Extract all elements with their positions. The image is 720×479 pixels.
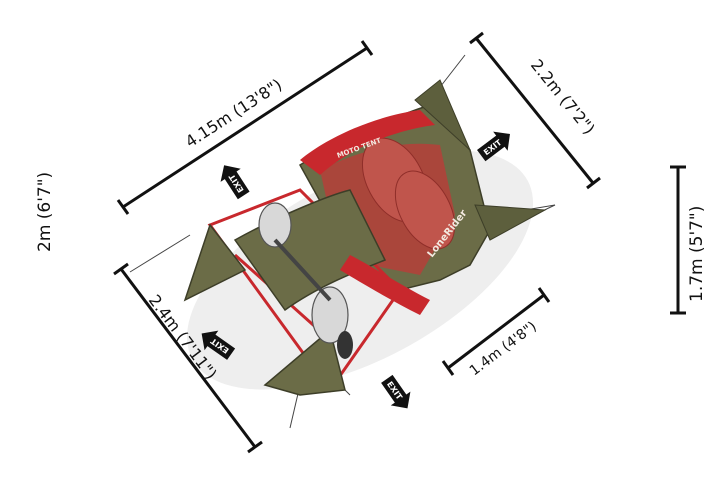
wing-flap-left	[183, 223, 247, 302]
rear-width-label: 2.2m (7'2")	[527, 56, 599, 138]
arrow-icon	[220, 165, 250, 200]
exit-sign-bottom: EXIT	[381, 374, 411, 409]
arch-band-lower	[340, 255, 430, 315]
inner-height-label: 1.7m (5'7")	[687, 206, 707, 302]
arrow-icon	[381, 374, 411, 409]
arrow-icon	[477, 131, 510, 162]
dimension-lines	[113, 31, 686, 454]
side-flap-right	[474, 204, 547, 241]
wing-flap-lower	[263, 328, 346, 396]
arrow-icon	[201, 330, 236, 360]
length-label: 4.15m (13'8")	[182, 75, 286, 151]
height-label: 2m (6'7")	[35, 172, 55, 252]
motorcycle-icon	[258, 202, 353, 359]
exit-sign-top: EXIT	[220, 165, 250, 200]
arch-band	[300, 110, 435, 175]
sleeping-pads	[361, 137, 456, 250]
rear-flap	[414, 79, 471, 151]
